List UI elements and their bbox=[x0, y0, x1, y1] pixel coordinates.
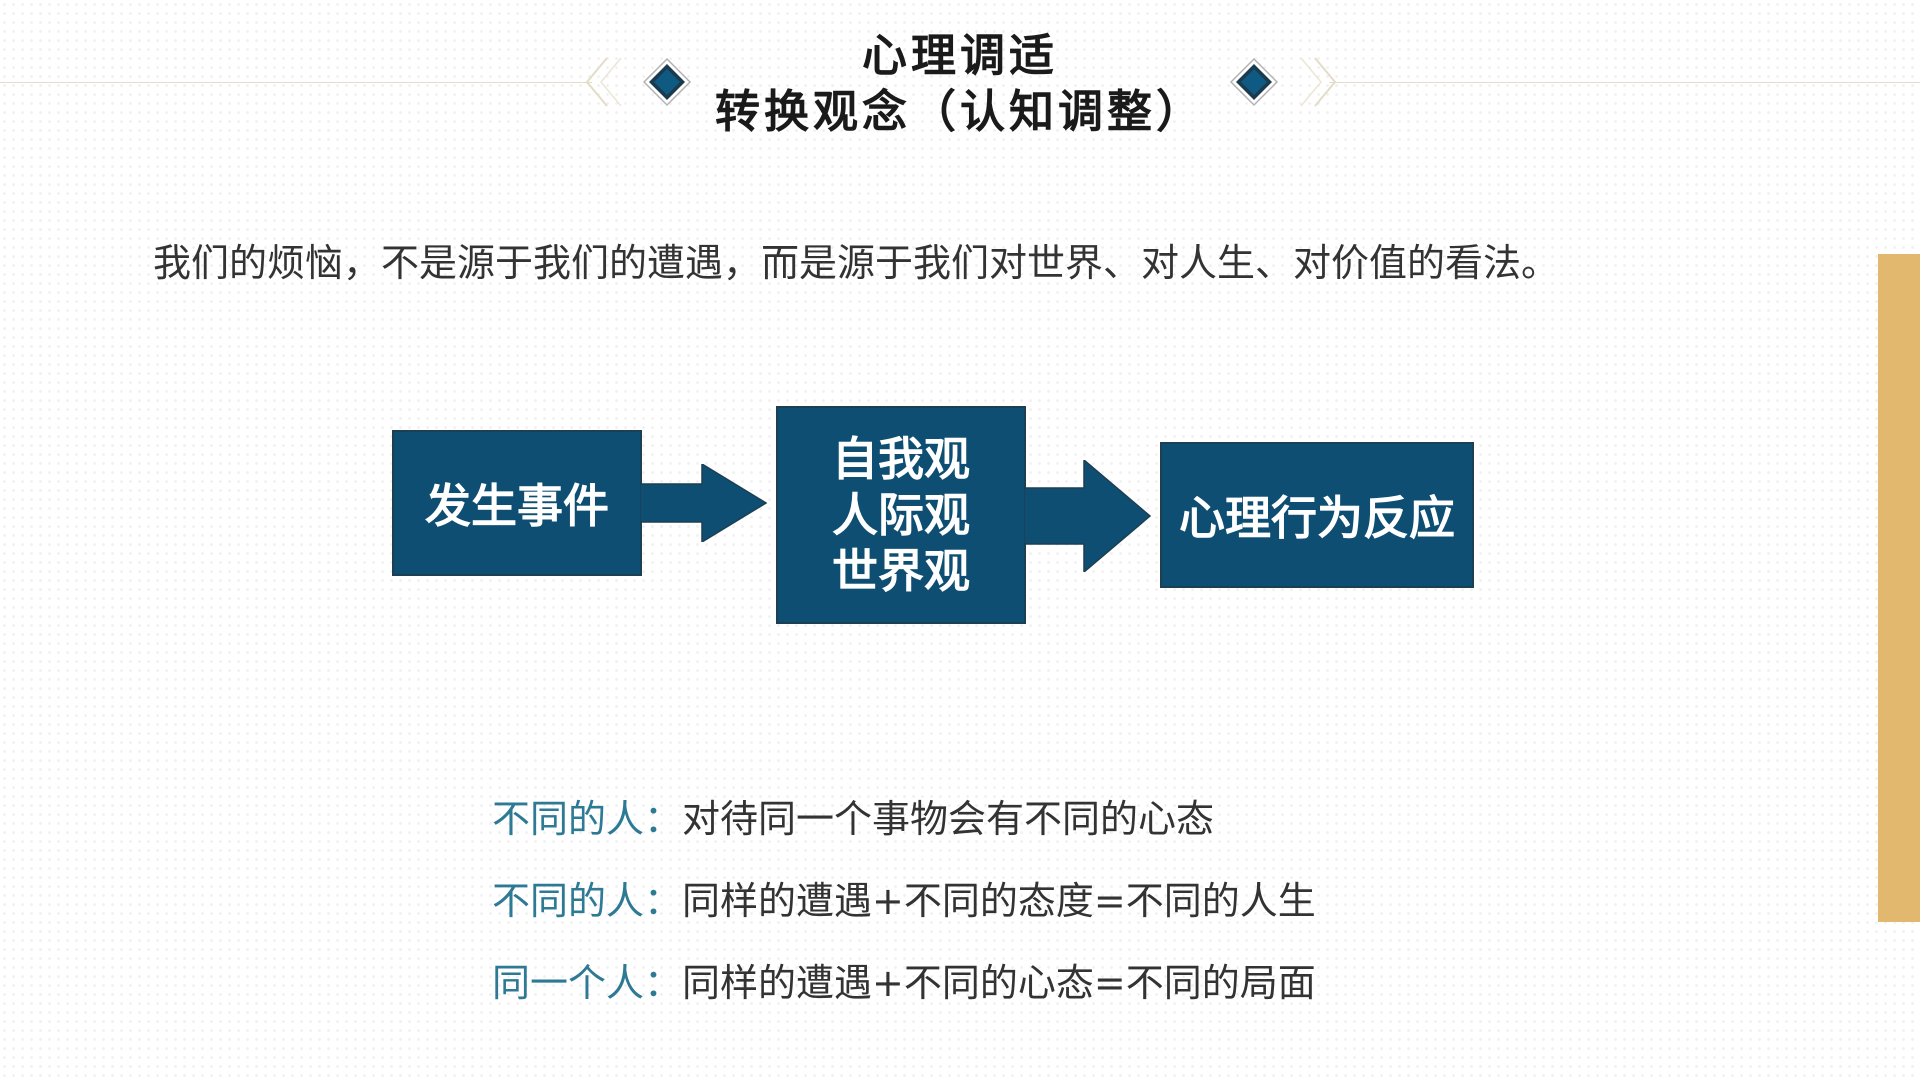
key-point-3: 同一个人：同样的遭遇+不同的心态=不同的局面 bbox=[492, 942, 1492, 1024]
key-point-lead: 同一个人： bbox=[492, 961, 683, 1005]
intro-statement: 我们的烦恼，不是源于我们的遭遇，而是源于我们对世界、对人生、对价值的看法。 bbox=[153, 241, 1560, 285]
flow-box-views-line: 自我观 bbox=[832, 432, 970, 486]
side-accent-bar bbox=[1878, 254, 1920, 922]
right-arrow-icon bbox=[640, 464, 768, 542]
flow-box-reaction-label: 心理行为反应 bbox=[1179, 491, 1455, 545]
diamond-icon bbox=[1229, 57, 1279, 107]
slide-title: 心理调适 转换观念（认知调整） bbox=[690, 28, 1230, 140]
flow-box-event-label: 发生事件 bbox=[425, 479, 609, 533]
flow-box-reaction: 心理行为反应 bbox=[1160, 442, 1474, 588]
key-point-lead: 不同的人： bbox=[492, 797, 683, 841]
key-point-2: 不同的人：同样的遭遇+不同的态度=不同的人生 bbox=[492, 860, 1492, 942]
title-line-1: 心理调适 bbox=[861, 29, 1058, 82]
flow-box-views-line: 世界观 bbox=[832, 544, 970, 598]
right-arrow-icon bbox=[1024, 460, 1152, 572]
header-rule-left bbox=[0, 82, 592, 83]
key-point-text: 对待同一个事物会有不同的心态 bbox=[682, 797, 1215, 841]
right-chevron-ornament bbox=[1300, 57, 1337, 107]
header-rule-right bbox=[1329, 82, 1920, 83]
key-point-text: 同样的遭遇+不同的态度=不同的人生 bbox=[682, 879, 1316, 923]
diamond-icon bbox=[642, 57, 692, 107]
key-point-1: 不同的人：对待同一个事物会有不同的心态 bbox=[492, 778, 1492, 860]
key-points: 不同的人：对待同一个事物会有不同的心态 不同的人：同样的遭遇+不同的态度=不同的… bbox=[492, 778, 1492, 1024]
left-chevron-ornament bbox=[585, 57, 622, 107]
flow-box-event: 发生事件 bbox=[392, 430, 642, 576]
key-point-text: 同样的遭遇+不同的心态=不同的局面 bbox=[682, 961, 1316, 1005]
flow-box-views: 自我观 人际观 世界观 bbox=[776, 406, 1026, 624]
title-line-2: 转换观念（认知调整） bbox=[714, 85, 1205, 138]
flow-box-views-line: 人际观 bbox=[832, 488, 970, 542]
key-point-lead: 不同的人： bbox=[492, 879, 683, 923]
